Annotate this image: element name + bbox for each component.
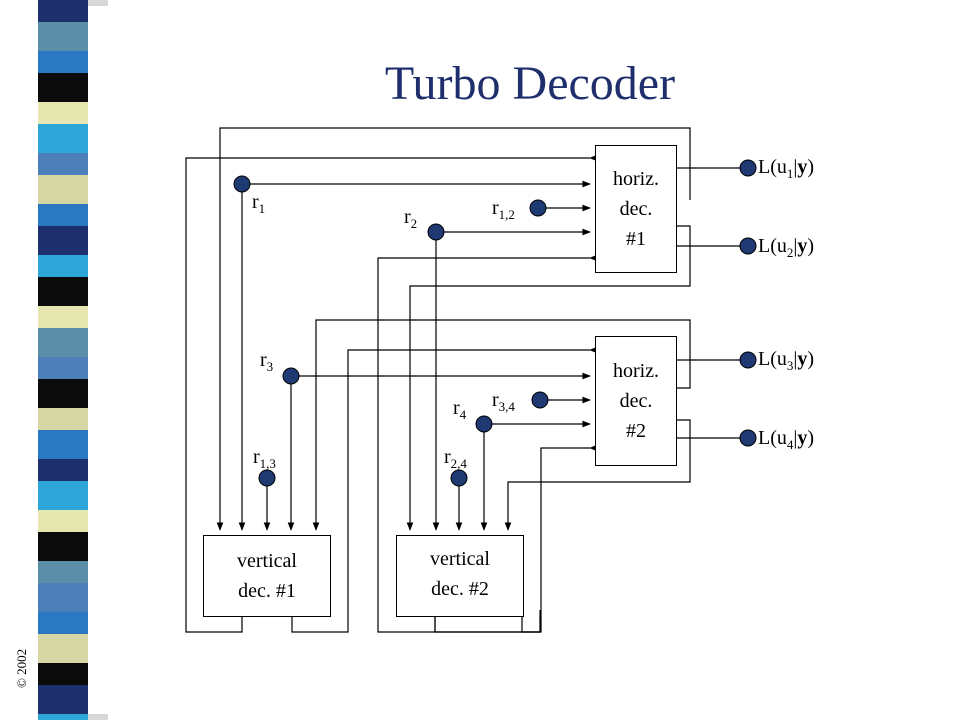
stripe-band: [38, 0, 88, 22]
node-r13: [258, 469, 276, 487]
node-r12: [529, 199, 547, 217]
node-out-u2: [739, 237, 757, 255]
h1-out-lower: [406, 225, 691, 531]
vert1-line2: dec. #1: [238, 580, 296, 602]
vert2-line1: vertical: [430, 548, 490, 570]
stripe-band: [38, 612, 88, 634]
label-r4: r4: [453, 397, 467, 422]
stripe-band: [38, 226, 88, 255]
label-r2: r2: [404, 206, 418, 231]
output-u4: L(u4|y): [758, 427, 815, 452]
stripe-band: [38, 685, 88, 714]
stripe-band: [38, 714, 88, 720]
stripe-band: [38, 634, 88, 663]
vertical-decoder-2: vertical dec. #2: [396, 535, 524, 617]
h2-loop-top: [312, 319, 691, 531]
h2-out-lower: [504, 419, 691, 531]
stripe-band: [38, 357, 88, 379]
horiz2-line2: dec.: [619, 390, 653, 412]
stripe-band: [38, 124, 88, 153]
node-r24: [450, 469, 468, 487]
horiz1-line2: dec.: [619, 198, 653, 220]
stripe-band: [38, 663, 88, 685]
node-r34: [531, 391, 549, 409]
label-r13: r1,3: [253, 446, 276, 471]
vert1-line1: vertical: [237, 550, 297, 572]
stripe-band: [38, 153, 88, 175]
node-r1: [233, 175, 251, 193]
horiz1-line3: #1: [626, 228, 646, 250]
stripe-band: [38, 379, 88, 408]
stripe-band: [38, 204, 88, 226]
stripe-band: [38, 73, 88, 102]
input-nodes: [233, 159, 757, 487]
horiz2-line3: #2: [626, 420, 646, 442]
stripe-band: [38, 306, 88, 328]
node-out-u3: [739, 351, 757, 369]
stripe-band: [38, 510, 88, 532]
page-title: Turbo Decoder: [384, 57, 676, 110]
stripe-band: [38, 430, 88, 459]
v2-loop-to-h1: [377, 254, 598, 633]
stripe-band: [38, 408, 88, 430]
node-r4: [475, 415, 493, 433]
label-r3: r3: [260, 349, 274, 374]
stripe-band: [38, 102, 88, 124]
node-r2: [427, 223, 445, 241]
stripe-band: [38, 175, 88, 204]
loop-line-1: [216, 127, 691, 531]
output-u2: L(u2|y): [758, 235, 815, 260]
label-r24: r2,4: [444, 446, 467, 471]
loop-line-2: [185, 154, 598, 633]
decorative-stripe: [0, 0, 108, 720]
stripe-band: [38, 255, 88, 277]
stripe-band: [38, 51, 88, 73]
copyright-note: © 2002: [14, 648, 29, 688]
node-r3: [282, 367, 300, 385]
stripe-band: [38, 459, 88, 481]
label-r34: r3,4: [492, 389, 515, 414]
horiz1-line1: horiz.: [612, 168, 660, 190]
stripe-band: [38, 532, 88, 561]
label-r12: r1,2: [492, 197, 515, 222]
output-u1: L(u1|y): [758, 156, 815, 181]
v1-loop-to-h2: [291, 346, 598, 633]
node-out-u4: [739, 429, 757, 447]
horizontal-decoder-1: horiz. dec. #1: [595, 145, 677, 273]
horiz2-line1: horiz.: [612, 360, 660, 382]
v2-loop-to-h2: [522, 444, 598, 633]
node-out-u1: [739, 159, 757, 177]
stripe-band: [38, 277, 88, 306]
output-u3: L(u3|y): [758, 348, 815, 373]
stripe-band: [38, 22, 88, 51]
stripe-band: [38, 481, 88, 510]
stripe-band: [38, 583, 88, 612]
stripe-band: [38, 328, 88, 357]
vertical-decoder-1: vertical dec. #1: [203, 535, 331, 617]
stripe-band: [38, 561, 88, 583]
label-r1: r1: [252, 191, 266, 216]
horizontal-decoder-2: horiz. dec. #2: [595, 336, 677, 466]
vert2-line2: dec. #2: [431, 578, 489, 600]
